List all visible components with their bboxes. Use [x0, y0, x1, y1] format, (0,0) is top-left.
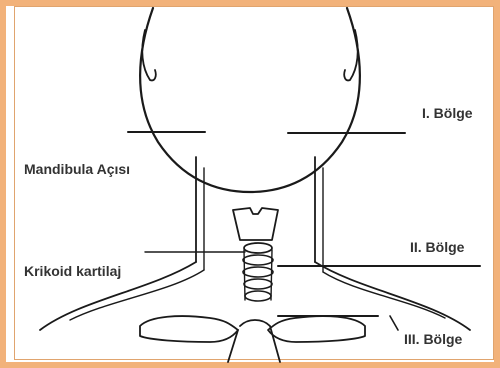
mandible-angle-label: Mandibula Açısı	[24, 162, 130, 176]
trachea-ring-3	[244, 279, 272, 289]
cricoid-ring	[244, 243, 272, 253]
trachea-ring-1	[243, 255, 273, 265]
zone3-pointer	[390, 316, 398, 330]
head-outline	[140, 8, 360, 192]
thyroid-cartilage	[233, 208, 278, 240]
zone1-label: I. Bölge	[422, 106, 473, 120]
trachea-ring-2	[243, 267, 273, 277]
right-shoulder-inner	[323, 272, 445, 318]
trachea-ring-4	[245, 291, 271, 301]
right-ear	[344, 30, 357, 80]
trachea-wall-left	[244, 250, 245, 300]
left-ear	[142, 30, 155, 80]
zone3-label: III. Bölge	[404, 332, 462, 346]
right-clavicle	[268, 316, 365, 342]
cricoid-label: Krikoid kartilaj	[24, 264, 121, 278]
trachea-wall-right	[271, 250, 272, 300]
zone2-label: II. Bölge	[410, 240, 464, 254]
left-clavicle	[140, 316, 238, 342]
